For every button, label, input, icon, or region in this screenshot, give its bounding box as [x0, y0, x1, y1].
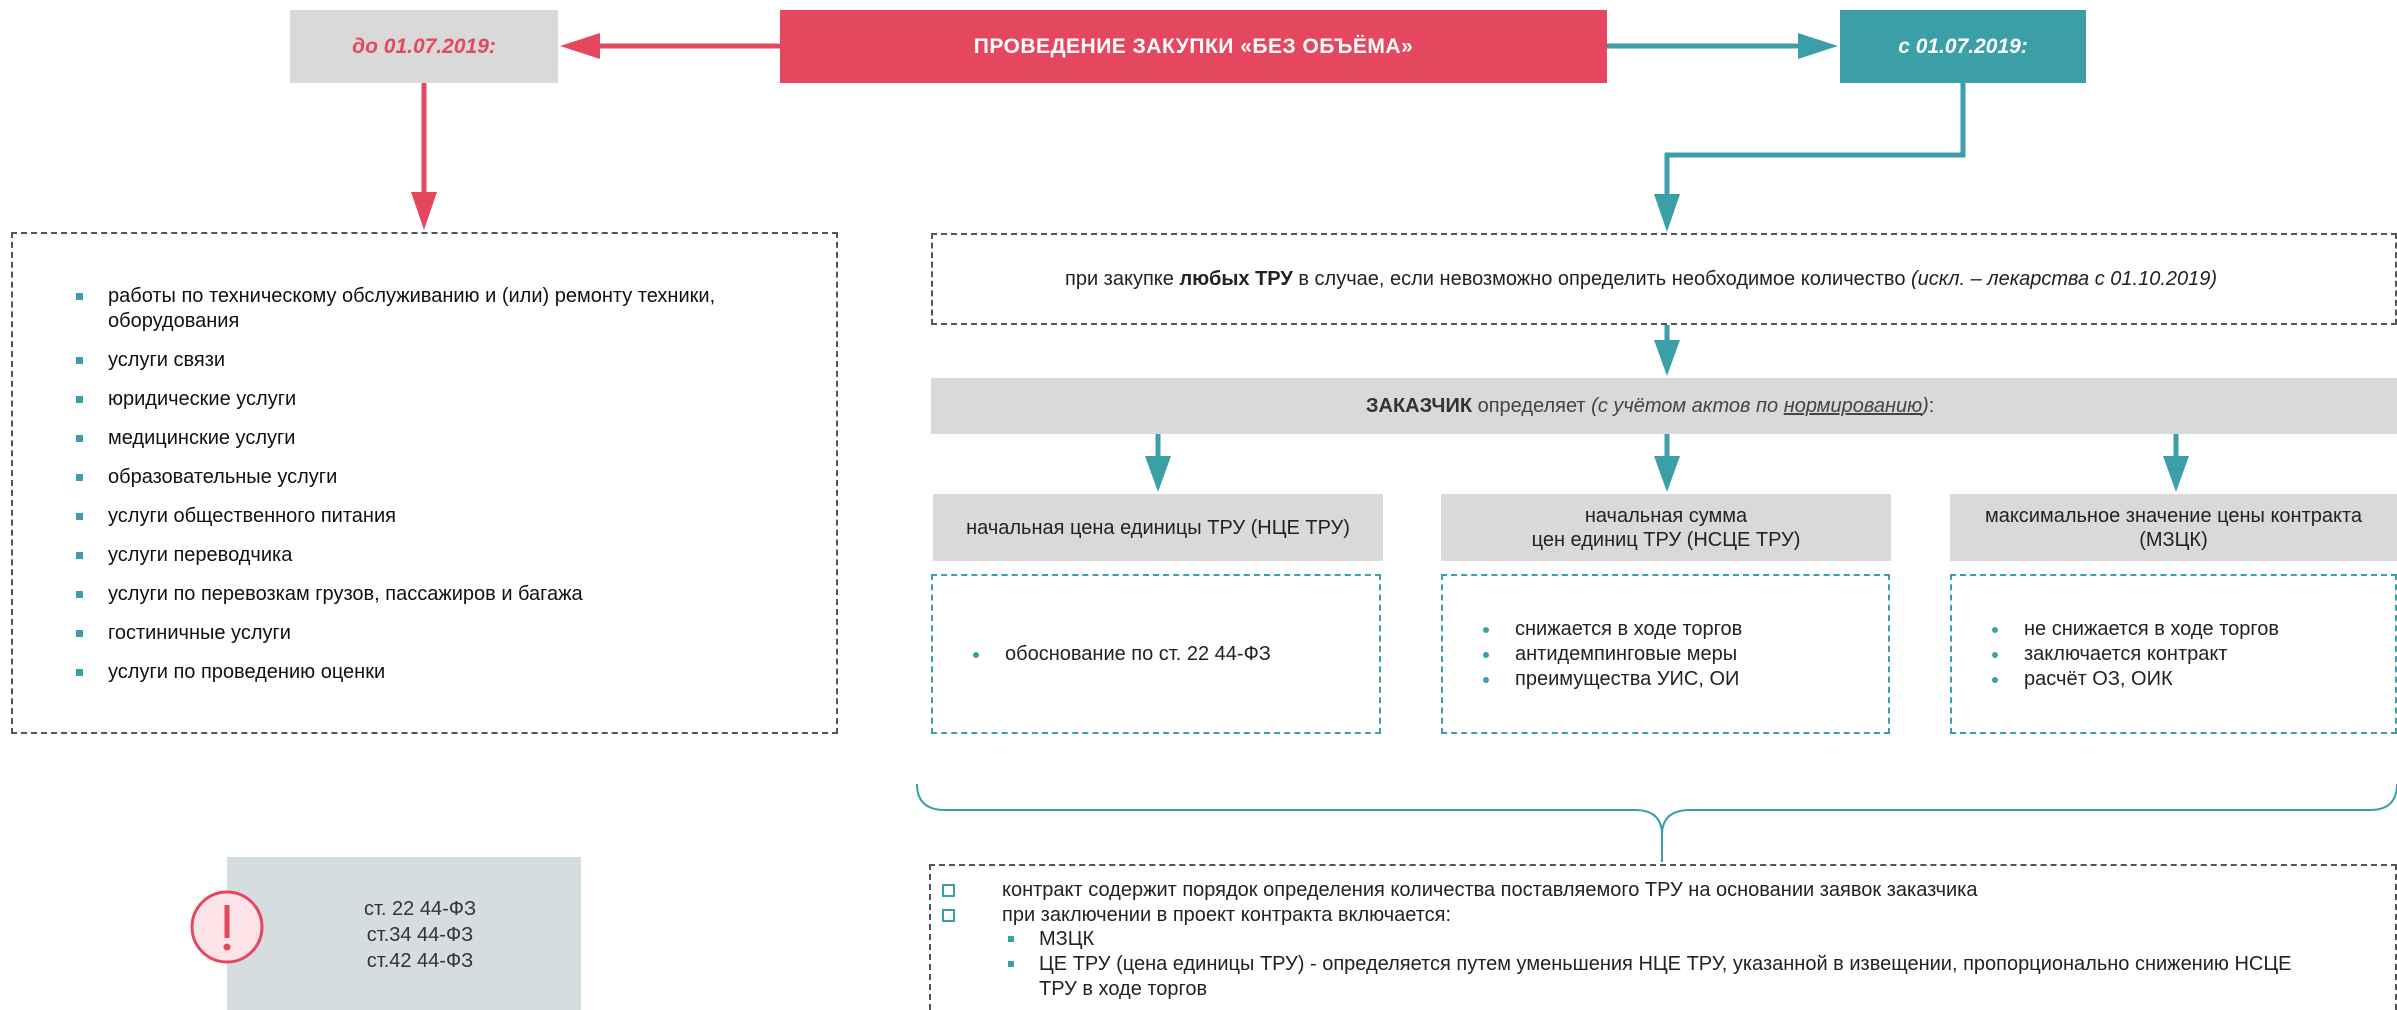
mzck-details: не снижается в ходе торгов заключается к… — [1950, 574, 2397, 734]
main-title-box: ПРОВЕДЕНИЕ ЗАКУПКИ «БЕЗ ОБЪЁМА» — [780, 10, 1607, 83]
list-item: обоснование по ст. 22 44-ФЗ — [967, 642, 1271, 667]
checkbox-icon — [942, 909, 955, 922]
contract-terms-box: контракт содержит порядок определения ко… — [929, 864, 2397, 1010]
list-item: юридические услуги — [58, 387, 796, 412]
main-title: ПРОВЕДЕНИЕ ЗАКУПКИ «БЕЗ ОБЪЁМА» — [973, 34, 1414, 58]
before-date-label: до 01.07.2019: — [352, 34, 496, 58]
bullet-icon — [1008, 936, 1014, 942]
list-item: образовательные услуги — [58, 465, 796, 490]
list-item: расчёт ОЗ, ОИК — [1986, 667, 2279, 692]
nsce-tru-details: снижается в ходе торгов антидемпинговые … — [1441, 574, 1890, 734]
contract-sub-1: МЗЦК — [1039, 928, 1095, 950]
list-item: работы по техническому обслуживанию и (и… — [58, 284, 796, 334]
legal-reference-box — [227, 857, 581, 1010]
list-item: заключается контракт — [1986, 642, 2279, 667]
services-list: работы по техническому обслуживанию и (и… — [58, 284, 796, 685]
condition-box: при закупке любых ТРУ в случае, если нев… — [931, 233, 2397, 325]
condition-text: при закупке любых ТРУ в случае, если нев… — [1065, 267, 2218, 290]
contract-term-1: контракт содержит порядок определения ко… — [1002, 879, 1978, 901]
list-item: гостиничные услуги — [58, 621, 796, 646]
list-item: услуги переводчика — [58, 543, 796, 568]
exclamation-circle-icon — [190, 890, 264, 964]
customer-text: ЗАКАЗЧИК определяет (с учётом актов по н… — [1366, 394, 1935, 417]
bullet-icon — [1008, 961, 1014, 967]
mzck-header: максимальное значение цены контракта(МЗЦ… — [1950, 494, 2397, 561]
after-date-label: с 01.07.2019: — [1898, 34, 2028, 58]
list-item: услуги связи — [58, 348, 796, 373]
checkbox-icon — [942, 884, 955, 897]
nce-tru-header: начальная цена единицы ТРУ (НЦЕ ТРУ) — [933, 494, 1383, 561]
customer-determines-bar: ЗАКАЗЧИК определяет (с учётом актов по н… — [931, 378, 2397, 434]
list-item: услуги общественного питания — [58, 504, 796, 529]
list-item: преимущества УИС, ОИ — [1477, 667, 1742, 692]
contract-sub-2: ЦЕ ТРУ (цена единицы ТРУ) - определяется… — [1039, 953, 2292, 1000]
after-date-box: с 01.07.2019: — [1840, 10, 2086, 83]
list-item: услуги по проведению оценки — [58, 660, 796, 685]
nce-tru-details: обоснование по ст. 22 44-ФЗ — [931, 574, 1381, 734]
before-date-box: до 01.07.2019: — [290, 10, 558, 83]
contract-term-2: при заключении в проект контракта включа… — [1002, 904, 1452, 926]
list-item: снижается в ходе торгов — [1477, 617, 1742, 642]
services-list-box: работы по техническому обслуживанию и (и… — [11, 232, 838, 734]
legal-references: ст. 22 44-ФЗ ст.34 44-ФЗ ст.42 44-ФЗ — [363, 898, 477, 972]
list-item: антидемпинговые меры — [1477, 642, 1742, 667]
list-item: медицинские услуги — [58, 426, 796, 451]
list-item: не снижается в ходе торгов — [1986, 617, 2279, 642]
list-item: услуги по перевозкам грузов, пассажиров … — [58, 582, 796, 607]
